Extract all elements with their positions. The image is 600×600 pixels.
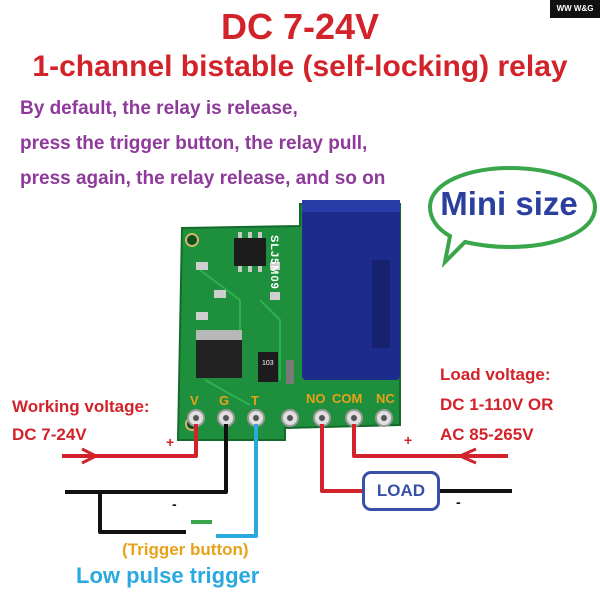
relay-component xyxy=(302,200,400,380)
title: DC 7-24V xyxy=(220,6,380,47)
pin-label-g: G xyxy=(219,393,230,408)
pin-label-no: NO xyxy=(306,391,326,406)
minus-sign-load: - xyxy=(456,494,461,510)
minus-sign-input: - xyxy=(172,496,177,512)
wire-g-branch xyxy=(98,492,186,534)
description-line-2: press the trigger button, the relay pull… xyxy=(20,133,368,154)
pin-label-v: V xyxy=(190,393,199,408)
input-arrow-icon xyxy=(66,447,100,465)
working-voltage-label: Working voltage: xyxy=(12,397,150,416)
load-voltage-dc: DC 1-110V OR xyxy=(440,395,554,414)
ic-chip xyxy=(234,232,266,272)
load-box: LOAD xyxy=(362,471,440,511)
wire-g xyxy=(65,424,228,494)
load-voltage-label: Load voltage: xyxy=(440,365,551,384)
voltage-regulator xyxy=(196,330,242,378)
speech-bubble xyxy=(427,165,598,269)
pin-label-t: T xyxy=(251,393,259,408)
brand-logo: WW W&G xyxy=(550,0,600,18)
load-voltage-ac: AC 85-265V xyxy=(440,425,534,444)
plus-sign-load: + xyxy=(404,432,413,448)
load-arrow-icon xyxy=(456,447,494,465)
resistor-marking: 103 xyxy=(262,360,274,367)
board-marking: SLJ5M09 xyxy=(268,235,280,290)
wire-no xyxy=(320,424,362,493)
wires xyxy=(62,424,512,538)
description-line-3: press again, the relay release, and so o… xyxy=(20,168,386,189)
smd-resistor xyxy=(258,352,278,382)
trigger-type-label: Low pulse trigger xyxy=(76,563,260,588)
working-voltage-value: DC 7-24V xyxy=(12,425,87,444)
wire-v xyxy=(62,424,198,458)
mini-size-badge: Mini size xyxy=(440,185,578,222)
wire-t xyxy=(216,424,258,538)
description-line-1: By default, the relay is release, xyxy=(20,98,298,119)
plus-sign-input: + xyxy=(166,434,175,450)
subtitle: 1-channel bistable (self-locking) relay xyxy=(32,50,568,83)
pin-label-com: COM xyxy=(332,391,363,406)
trigger-button-label: (Trigger button) xyxy=(122,540,249,559)
pin-label-nc: NC xyxy=(376,391,395,406)
